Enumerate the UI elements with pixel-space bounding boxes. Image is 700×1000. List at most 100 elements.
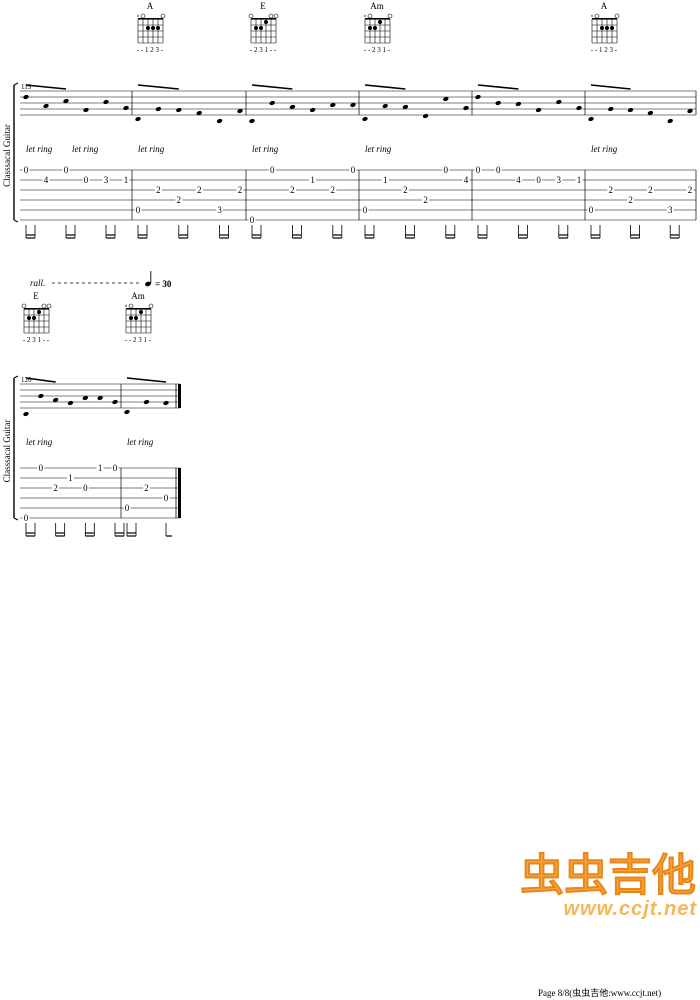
tab-note-bg: [474, 165, 482, 175]
staff-beam: [126, 377, 167, 383]
instrument-name: Classsacal Guitar: [2, 420, 12, 483]
tab-note-bg: [555, 175, 563, 185]
tab-note-bg: [268, 165, 276, 175]
tab-fret-number: 0: [536, 175, 541, 185]
bracket-top: [13, 375, 19, 379]
notehead: [67, 400, 74, 406]
open-string-icon: [140, 13, 146, 19]
tab-fret-number: 0: [270, 165, 275, 175]
open-string-icon: [367, 13, 373, 19]
tab-fret-number: 4: [464, 175, 469, 185]
tab-fret-number: 0: [164, 493, 169, 503]
notehead: [249, 118, 255, 124]
tab-fret-number: 4: [516, 175, 521, 185]
notehead: [588, 116, 594, 122]
tab-fret-number: 2: [177, 195, 182, 205]
tab-fret-number: 0: [83, 483, 88, 493]
open-string-icon: [46, 303, 52, 309]
chord-fingering: - - 1 2 3 -: [591, 46, 618, 54]
tab-note-bg: [686, 185, 694, 195]
final-barline: [178, 468, 181, 518]
notehead: [52, 397, 59, 403]
tab-note-bg: [37, 463, 45, 473]
finger-dot-icon: [373, 26, 377, 30]
tab-note-bg: [587, 205, 595, 215]
notehead: [535, 107, 542, 113]
tab-fret-number: 2: [197, 185, 202, 195]
chord-name: Am: [131, 291, 145, 301]
tab-fret-number: 0: [250, 215, 255, 225]
tab-note-bg: [349, 165, 357, 175]
open-string-icon: [268, 13, 274, 19]
final-barline: [178, 384, 181, 408]
tab-note-bg: [62, 165, 70, 175]
notehead: [402, 104, 409, 110]
muted-string-icon: ×: [124, 304, 127, 310]
staff-beam: [25, 377, 56, 383]
notehead: [43, 103, 49, 109]
notehead: [163, 400, 169, 406]
notehead: [123, 105, 129, 111]
watermark-logo-glyphs: 虫虫吉他: [520, 850, 697, 902]
notehead: [135, 116, 141, 122]
open-string-icon: [614, 13, 620, 19]
open-string-icon: [387, 13, 393, 19]
notehead: [38, 393, 44, 399]
tab-note-bg: [422, 195, 430, 205]
notehead: [63, 98, 69, 104]
tab-fret-number: 0: [444, 165, 449, 175]
notehead: [382, 103, 388, 109]
notehead: [83, 107, 89, 113]
tab-fret-number: 0: [496, 165, 501, 175]
tab-fret-number: 1: [310, 175, 315, 185]
open-string-icon: [248, 13, 254, 19]
let-ring-text: let ring: [252, 144, 279, 154]
notehead: [23, 94, 29, 100]
tab-fret-number: 0: [136, 205, 141, 215]
tab-note-bg: [123, 503, 131, 513]
tab-fret-number: 3: [217, 205, 222, 215]
finger-dot-icon: [264, 20, 268, 24]
tab-note-bg: [67, 473, 74, 483]
tab-note-bg: [96, 463, 104, 473]
tab-note-bg: [42, 175, 50, 185]
notehead: [176, 107, 182, 113]
open-string-icon: [148, 303, 154, 309]
chord-name: A: [601, 1, 608, 11]
finger-dot-icon: [32, 316, 36, 320]
finger-dot-icon: [378, 20, 382, 24]
chord-diagrams: A×- - 1 2 3 -E- 2 3 1 - -Am×- - 2 3 1 -A…: [21, 1, 620, 344]
notehead: [463, 105, 469, 111]
chord-name: A: [147, 1, 154, 11]
finger-dot-icon: [27, 316, 31, 320]
chord-name: E: [33, 291, 39, 301]
notehead: [627, 107, 634, 113]
tab-fret-number: 2: [331, 185, 336, 195]
notehead: [97, 395, 103, 401]
notehead: [608, 106, 614, 112]
notehead: [443, 96, 449, 102]
notehead: [82, 395, 89, 401]
notehead: [362, 116, 368, 122]
rall-text: rall.: [30, 278, 45, 288]
finger-dot-icon: [610, 26, 614, 30]
tab-note-bg: [195, 185, 203, 195]
tab-fret-number: 1: [577, 175, 582, 185]
notehead: [196, 110, 202, 116]
tempo-marking: rall. = 30: [30, 271, 172, 289]
tab-note-bg: [162, 493, 170, 503]
tab-fret-number: 2: [53, 483, 58, 493]
finger-dot-icon: [600, 26, 604, 30]
finger-dot-icon: [129, 316, 133, 320]
notehead: [687, 108, 693, 114]
notehead: [155, 106, 162, 112]
tab-note-bg: [82, 175, 90, 185]
notehead: [495, 100, 501, 106]
notehead: [112, 399, 118, 405]
open-string-icon: [160, 13, 166, 19]
finger-dot-icon: [156, 26, 160, 30]
chord-fingering: - 2 3 1 - -: [23, 336, 50, 344]
tab-note-bg: [575, 175, 583, 185]
